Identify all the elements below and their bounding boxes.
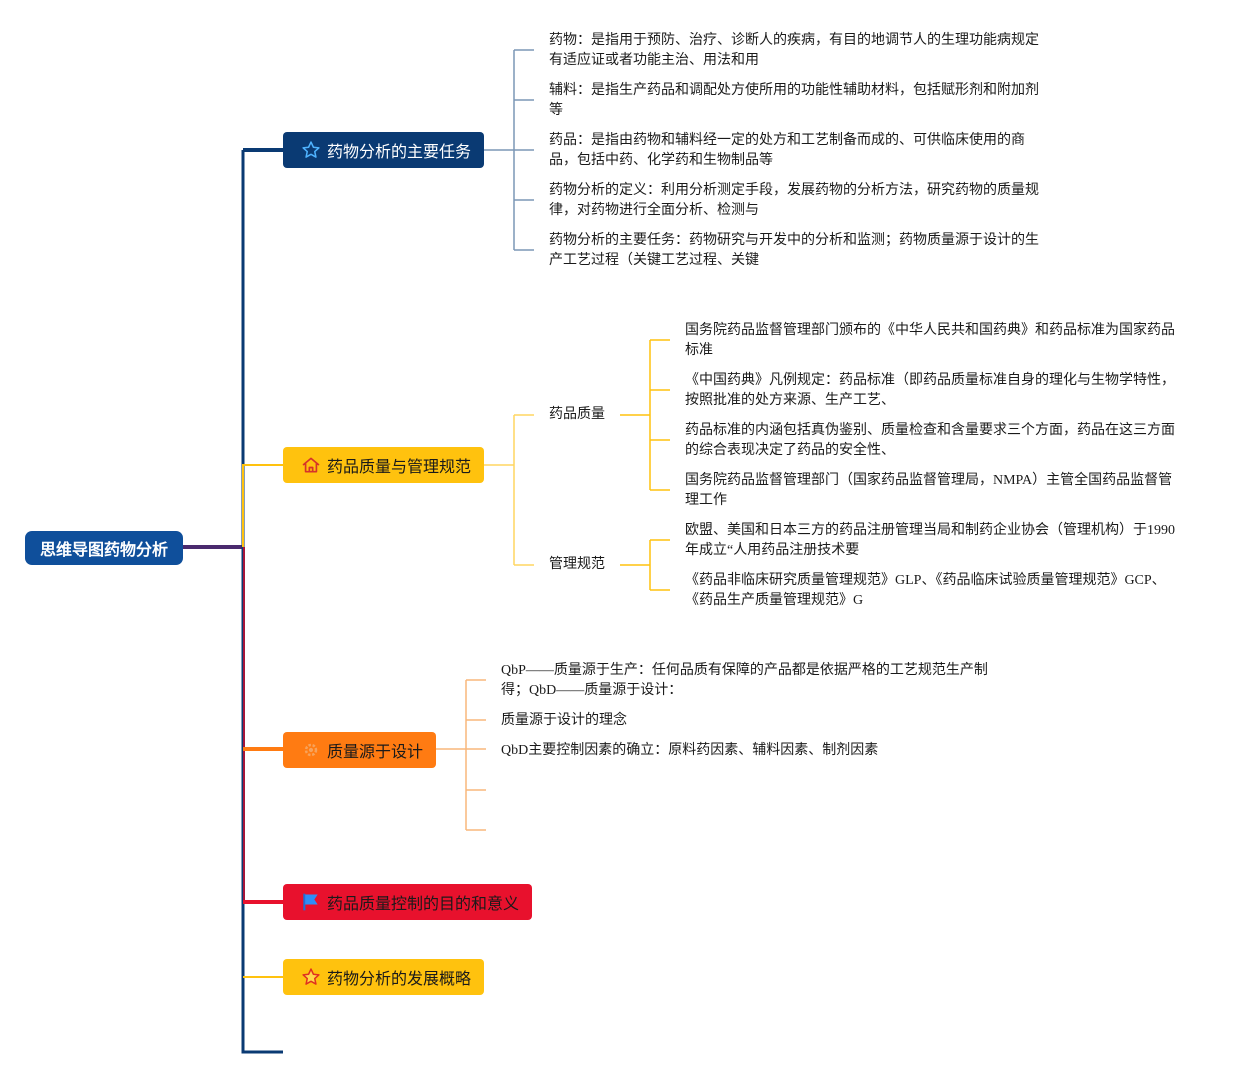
branch-development-overview[interactable]: 药物分析的发展概略 xyxy=(283,959,484,995)
branch-2-connector xyxy=(242,464,283,547)
branch-quality-control-purpose[interactable]: 药品质量控制的目的和意义 xyxy=(283,884,532,920)
flag-icon xyxy=(301,892,321,912)
branch-1-bracket xyxy=(484,49,534,251)
branch-2-bracket xyxy=(484,414,534,566)
leaf-item: 国务院药品监督管理部门颁布的《中华人民共和国药典》和药品标准为国家药品标准 xyxy=(685,323,1175,358)
leaf-item: 药物分析的定义：利用分析测定手段，发展药物的分析方法，研究药物的质量规律，对药物… xyxy=(549,183,1039,218)
root-node[interactable]: 思维导图药物分析 xyxy=(25,531,183,565)
star-outline-icon xyxy=(301,140,321,160)
gear-icon xyxy=(301,740,321,760)
leaf-item: QbP——质量源于生产：任何品质有保障的产品都是依据严格的工艺规范生产制得；Qb… xyxy=(501,663,988,698)
home-icon xyxy=(301,455,321,475)
branch-label: 药品质量与管理规范 xyxy=(327,457,472,476)
branch-label: 质量源于设计 xyxy=(327,742,424,761)
leaf-item: QbD主要控制因素的确立：原料药因素、辅料因素、制剂因素 xyxy=(501,743,879,758)
star-icon xyxy=(301,967,321,987)
subtopic-regulation[interactable]: 管理规范 xyxy=(549,557,605,572)
branch-label: 药物分析的发展概略 xyxy=(327,969,472,988)
leaf-item: 药品标准的内涵包括真伪鉴别、质量检查和含量要求三个方面，药品在这三方面的综合表现… xyxy=(685,423,1175,458)
branch-quality-by-design[interactable]: 质量源于设计 xyxy=(283,732,436,768)
branch-main-tasks[interactable]: 药物分析的主要任务 xyxy=(283,132,484,168)
leaf-item: 欧盟、美国和日本三方的药品注册管理当局和制药企业协会（管理机构）于1990年成立… xyxy=(685,523,1175,558)
trunk-line xyxy=(241,150,283,1054)
branch-quality-regulation[interactable]: 药品质量与管理规范 xyxy=(283,447,484,483)
root-label: 思维导图药物分析 xyxy=(39,540,168,559)
branch-3-bracket xyxy=(436,679,486,831)
leaf-item: 《中国药典》凡例规定：药品标准（即药品质量标准自身的理化与生物学特性，按照批准的… xyxy=(685,373,1175,408)
leaf-item: 药品：是指由药物和辅料经一定的处方和工艺制备而成的、可供临床使用的商品，包括中药… xyxy=(549,133,1025,168)
leaf-item: 《药品非临床研究质量管理规范》GLP、《药品临床试验质量管理规范》GCP、《药品… xyxy=(685,573,1166,608)
quality-bracket xyxy=(620,339,670,491)
subtopic-drug-quality[interactable]: 药品质量 xyxy=(549,407,605,422)
leaf-item: 质量源于设计的理念 xyxy=(501,713,627,728)
branch-label: 药物分析的主要任务 xyxy=(327,142,472,161)
regulation-bracket xyxy=(620,539,670,591)
leaf-item: 辅料：是指生产药品和调配处方使所用的功能性辅助材料，包括赋形剂和附加剂等 xyxy=(549,83,1039,118)
leaf-item: 药物：是指用于预防、治疗、诊断人的疾病，有目的地调节人的生理功能病规定有适应证或… xyxy=(549,33,1039,68)
leaf-item: 国务院药品监督管理部门（国家药品监督管理局，NMPA）主管全国药品监督管理工作 xyxy=(685,473,1173,508)
leaf-item: 药物分析的主要任务：药物研究与开发中的分析和监测；药物质量源于设计的生产工艺过程… xyxy=(549,233,1039,268)
branch-label: 药品质量控制的目的和意义 xyxy=(327,894,520,913)
